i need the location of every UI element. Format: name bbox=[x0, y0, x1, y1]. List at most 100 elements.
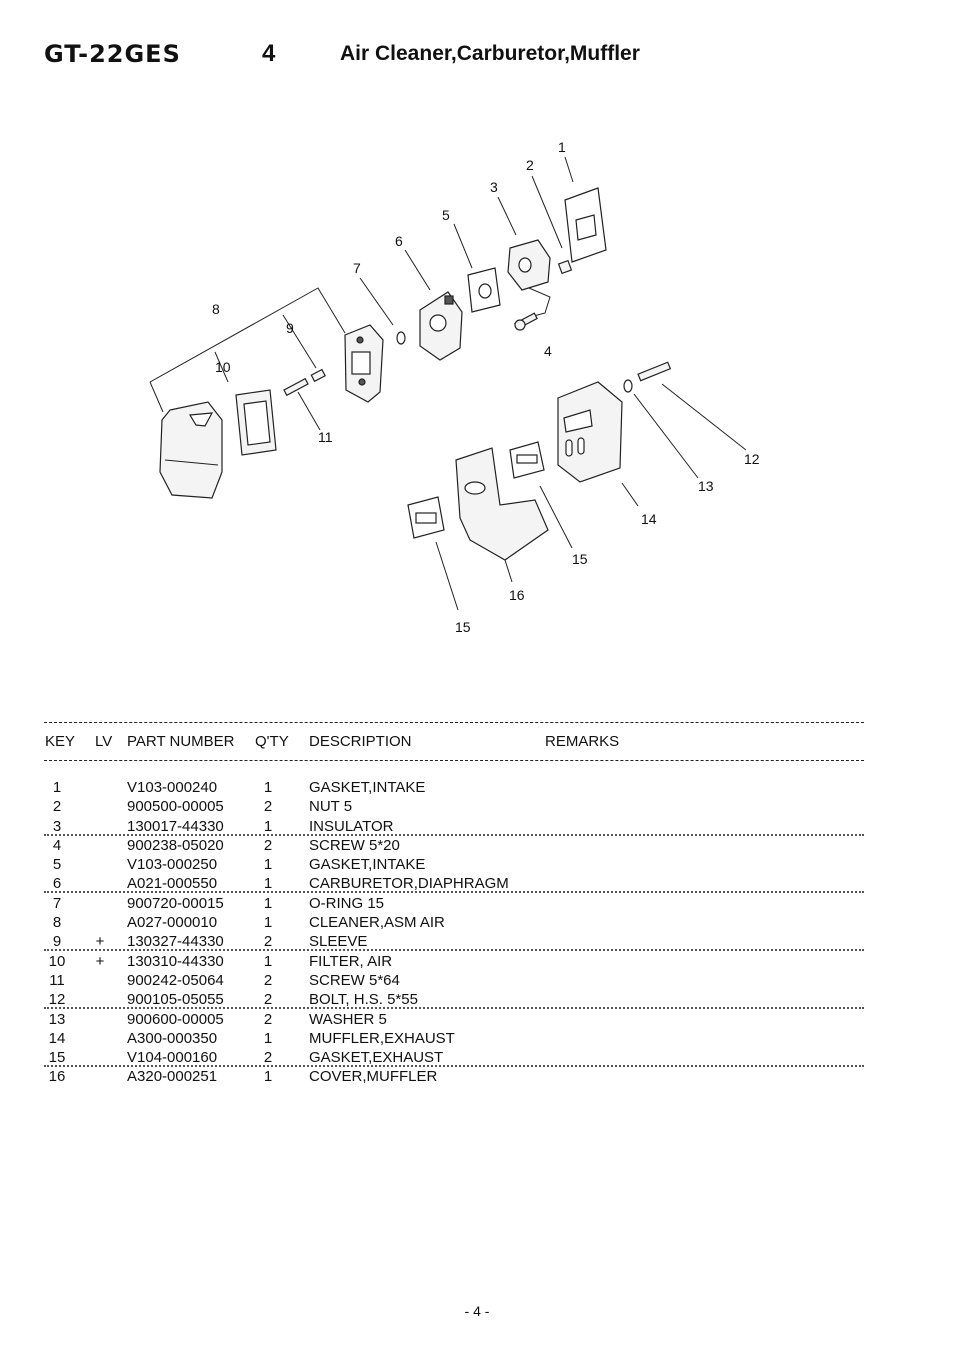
table-row: 1 V103-000240 1 GASKET,INTAKE bbox=[0, 779, 954, 798]
callout-2: 2 bbox=[526, 157, 534, 173]
screw-and-sleeve bbox=[283, 368, 326, 397]
cell-qty: 2 bbox=[263, 836, 273, 854]
cell-description: SLEEVE bbox=[309, 933, 368, 951]
cell-key: 5 bbox=[52, 856, 62, 874]
callout-4: 4 bbox=[544, 343, 552, 359]
cell-part-number: V103-000240 bbox=[127, 779, 218, 796]
cell-description: SCREW 5*64 bbox=[309, 971, 400, 989]
washer bbox=[623, 379, 633, 393]
cell-qty: 2 bbox=[263, 933, 273, 951]
callout-3: 3 bbox=[490, 179, 498, 195]
cell-description: O-RING 15 bbox=[309, 894, 385, 912]
table-row: 15 V104-000160 2 GASKET,EXHAUST bbox=[0, 1049, 954, 1068]
callout-13: 13 bbox=[698, 478, 714, 494]
cell-qty: 1 bbox=[263, 894, 273, 912]
cell-qty: 1 bbox=[263, 914, 273, 932]
cell-qty: 1 bbox=[263, 875, 273, 893]
col-header-lv: LV bbox=[95, 733, 113, 750]
section-title: Air Cleaner,Carburetor,Muffler bbox=[340, 42, 640, 65]
col-header-part-number: PART NUMBER bbox=[127, 733, 235, 750]
cell-description: MUFFLER,EXHAUST bbox=[309, 1029, 455, 1047]
page-number: - 4 - bbox=[464, 1303, 490, 1319]
col-header-description: DESCRIPTION bbox=[309, 733, 412, 750]
cell-description: GASKET,INTAKE bbox=[309, 779, 426, 796]
gasket-intake-5 bbox=[467, 267, 501, 313]
cell-part-number: 130327-44330 bbox=[127, 933, 224, 951]
table-row: 11 900242-05064 2 SCREW 5*64 bbox=[0, 972, 954, 991]
callout-5: 5 bbox=[442, 207, 450, 223]
cell-key: 9 bbox=[52, 933, 62, 951]
table-row: 4 900238-05020 2 SCREW 5*20 bbox=[0, 837, 954, 856]
cell-part-number: V104-000160 bbox=[127, 1049, 218, 1067]
table-row: 8 A027-000010 1 CLEANER,ASM AIR bbox=[0, 914, 954, 933]
cell-qty: 2 bbox=[263, 1049, 273, 1067]
exploded-parts-diagram: 1 2 3 4 5 6 7 8 9 10 11 12 13 14 15 16 1… bbox=[149, 139, 760, 635]
cell-part-number: 900238-05020 bbox=[127, 836, 224, 854]
cell-key: 10 bbox=[48, 952, 66, 970]
col-header-remarks: REMARKS bbox=[545, 733, 620, 750]
col-header-key: KEY bbox=[45, 733, 76, 750]
cell-part-number: 900600-00005 bbox=[127, 1010, 224, 1028]
col-header-qty: Q'TY bbox=[255, 733, 289, 750]
table-row: 2 900500-00005 2 NUT 5 bbox=[0, 798, 954, 817]
cell-part-number: A027-000010 bbox=[127, 914, 218, 932]
table-row: 16 A320-000251 1 COVER,MUFFLER bbox=[0, 1068, 954, 1087]
cell-description: FILTER, AIR bbox=[309, 952, 393, 970]
cell-part-number: 130017-44330 bbox=[127, 817, 224, 835]
callout-labels: 1 2 3 4 5 6 7 8 9 10 11 12 13 14 15 16 1… bbox=[212, 139, 760, 635]
cell-qty: 2 bbox=[263, 1010, 273, 1028]
table-top-rule bbox=[44, 722, 864, 723]
cell-key: 3 bbox=[52, 817, 62, 835]
callout-9: 9 bbox=[286, 320, 294, 336]
cell-part-number: 900720-00015 bbox=[127, 894, 224, 912]
cell-key: 1 bbox=[52, 779, 62, 796]
o-ring bbox=[396, 331, 406, 345]
cell-key: 12 bbox=[48, 991, 66, 1009]
callout-14: 14 bbox=[641, 511, 657, 527]
screw-4 bbox=[514, 312, 538, 331]
callout-6: 6 bbox=[395, 233, 403, 249]
table-row: 5 V103-000250 1 GASKET,INTAKE bbox=[0, 856, 954, 875]
table-row: 13 900600-00005 2 WASHER 5 bbox=[0, 1011, 954, 1030]
cell-part-number: V103-000250 bbox=[127, 856, 218, 874]
cell-part-number: A320-000251 bbox=[127, 1068, 218, 1086]
table-row: 7 900720-00015 1 O-RING 15 bbox=[0, 895, 954, 914]
table-row: 12 900105-05055 2 BOLT, H.S. 5*55 bbox=[0, 991, 954, 1010]
table-row: 3 130017-44330 1 INSULATOR bbox=[0, 818, 954, 837]
muffler-cover bbox=[455, 447, 549, 561]
table-header-rule bbox=[44, 760, 864, 761]
gasket-exhaust-lower bbox=[407, 496, 445, 539]
cell-qty: 1 bbox=[263, 1029, 273, 1047]
cell-key: 15 bbox=[48, 1049, 66, 1067]
air-cleaner-base bbox=[344, 324, 384, 403]
cell-part-number: A021-000550 bbox=[127, 875, 218, 893]
callout-15-lower: 15 bbox=[455, 619, 471, 635]
callout-8: 8 bbox=[212, 301, 220, 317]
cell-description: WASHER 5 bbox=[309, 1010, 387, 1028]
cell-part-number: 900242-05064 bbox=[127, 971, 224, 989]
callout-10: 10 bbox=[215, 359, 231, 375]
gasket-intake-1 bbox=[564, 187, 607, 263]
carburetor bbox=[419, 291, 463, 361]
cell-qty: 2 bbox=[263, 991, 273, 1009]
cell-key: 2 bbox=[52, 798, 62, 816]
table-row: 9 + 130327-44330 2 SLEEVE bbox=[0, 933, 954, 952]
cell-description: CLEANER,ASM AIR bbox=[309, 914, 445, 932]
cell-part-number: 900500-00005 bbox=[127, 798, 224, 816]
cell-key: 11 bbox=[49, 971, 65, 989]
cell-description: GASKET,INTAKE bbox=[309, 856, 426, 874]
muffler bbox=[557, 381, 623, 483]
section-number: 4 bbox=[262, 40, 276, 67]
cell-qty: 1 bbox=[263, 856, 273, 874]
callout-1: 1 bbox=[558, 139, 566, 155]
cell-lv: + bbox=[95, 952, 105, 970]
cell-qty: 2 bbox=[263, 798, 273, 816]
cell-description: INSULATOR bbox=[309, 817, 394, 835]
table-row: 14 A300-000350 1 MUFFLER,EXHAUST bbox=[0, 1030, 954, 1049]
model-name: GT-22GES bbox=[44, 40, 181, 68]
gasket-exhaust-upper bbox=[509, 441, 545, 479]
cell-key: 6 bbox=[52, 875, 62, 893]
cell-description: GASKET,EXHAUST bbox=[309, 1049, 444, 1067]
muffler-bolt bbox=[637, 361, 672, 382]
table-row: 10 + 130310-44330 1 FILTER, AIR bbox=[0, 953, 954, 972]
